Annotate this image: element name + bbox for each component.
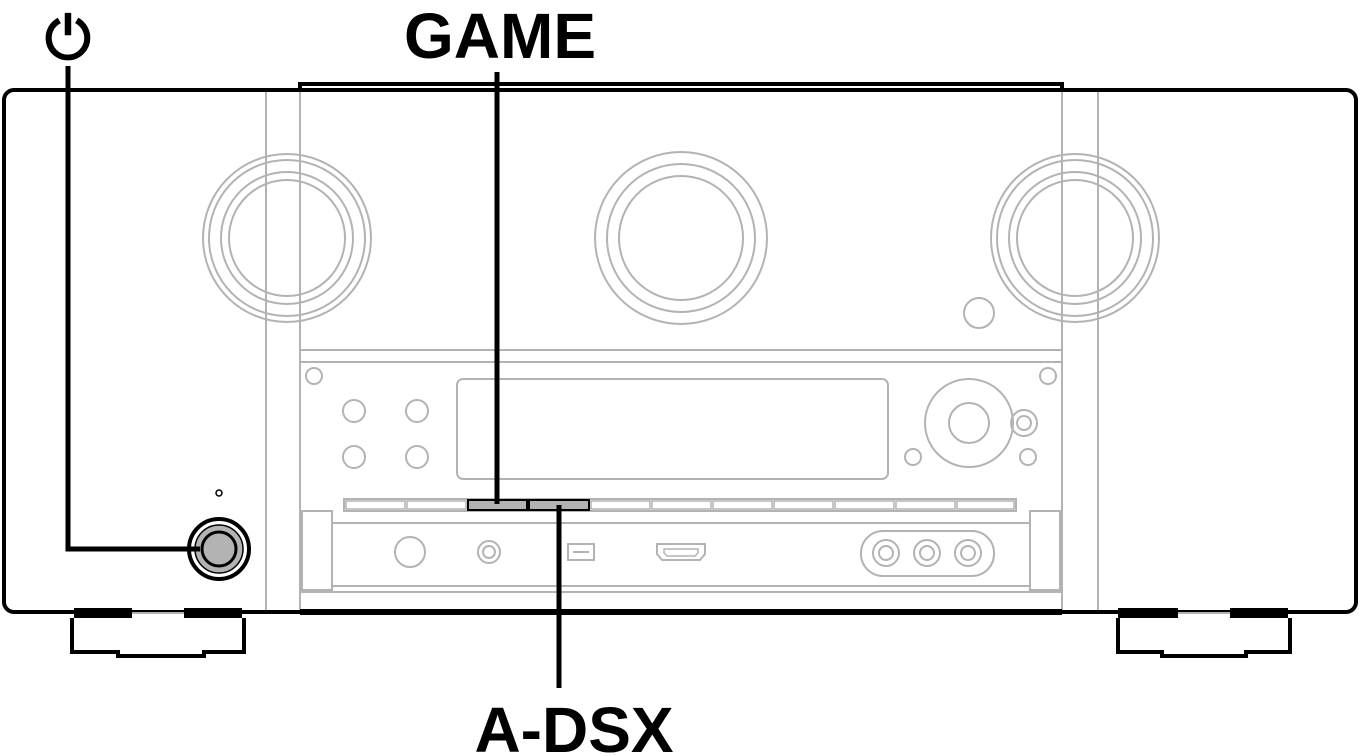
- control-panel: [300, 349, 1062, 512]
- button-row: [345, 499, 1015, 511]
- headphone-jack: [394, 536, 426, 568]
- power-symbol-label: ⏻: [45, 6, 91, 71]
- left-foot: [70, 608, 246, 658]
- right-knob: [990, 153, 1160, 323]
- setup-mic-jack: [477, 540, 501, 564]
- av-input-group: [860, 530, 995, 577]
- front-display: [456, 378, 889, 480]
- input-panel: [300, 510, 1062, 593]
- left-knob: [202, 153, 372, 323]
- adsx-label: A-DSX: [474, 694, 673, 756]
- game-label: GAME: [404, 0, 596, 72]
- center-knob: [594, 151, 768, 325]
- right-foot: [1116, 608, 1292, 658]
- standby-indicator: [215, 489, 223, 497]
- hdmi-port-icon: [656, 543, 706, 561]
- power-leader-line: [65, 66, 200, 552]
- small-indicator-button: [963, 297, 995, 329]
- usb-port-icon: [567, 543, 595, 561]
